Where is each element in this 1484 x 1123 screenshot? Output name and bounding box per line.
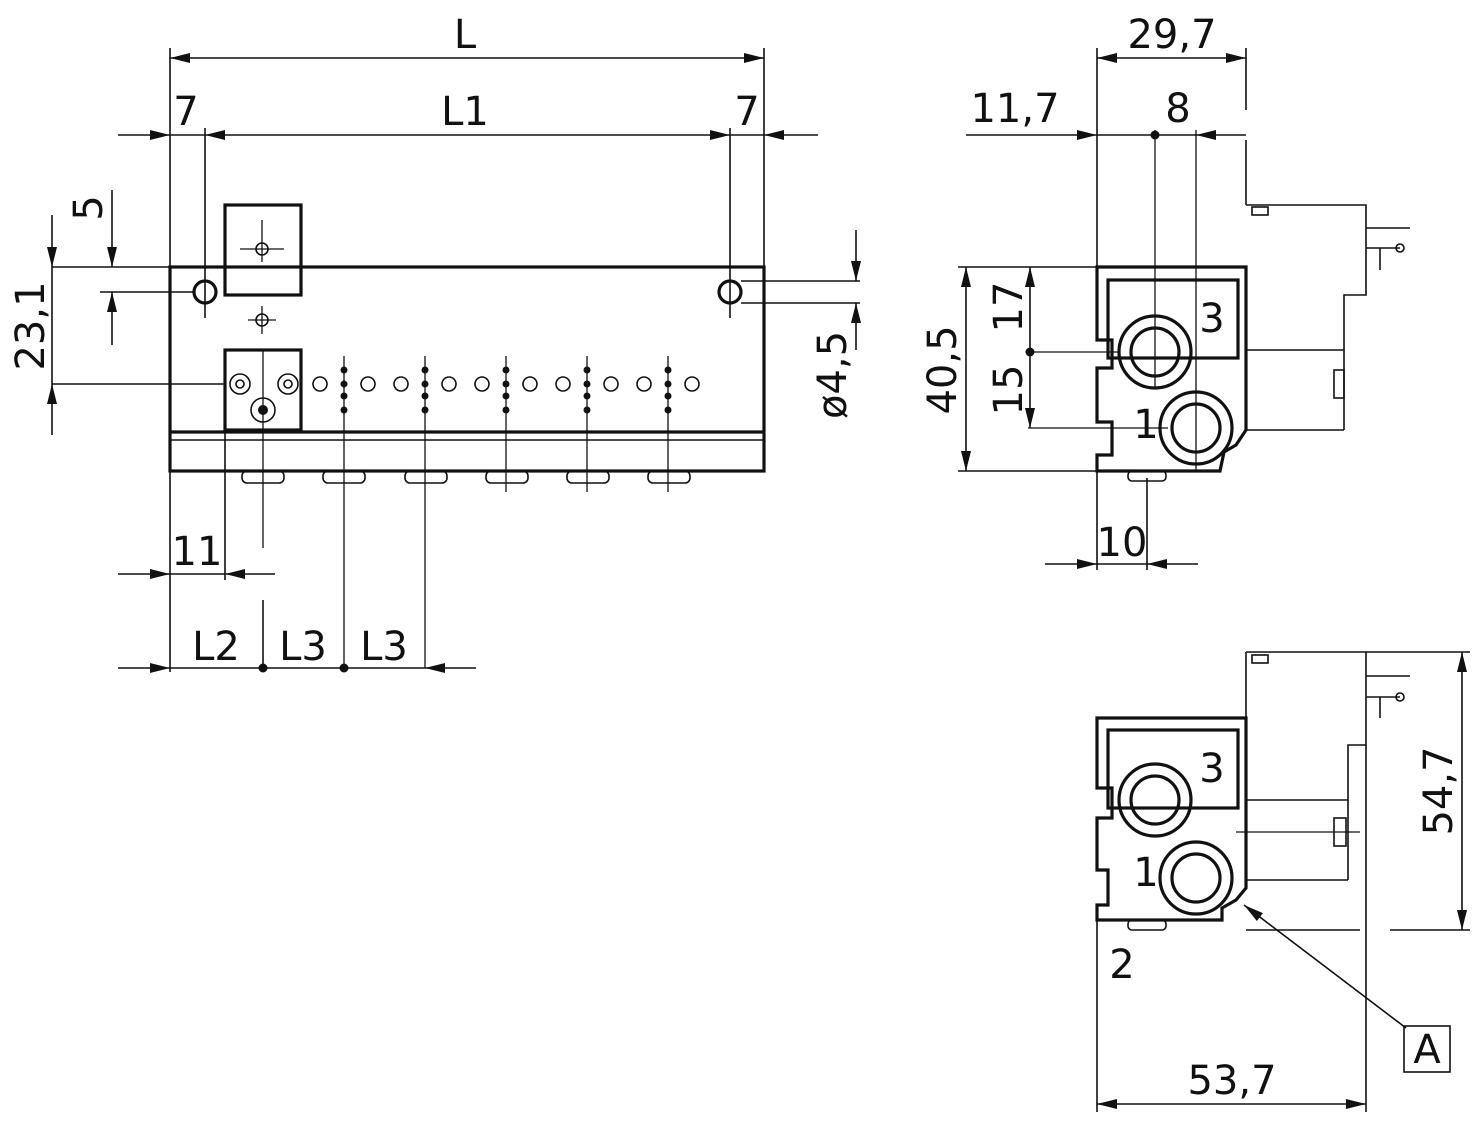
detail-a-box [1403,1025,1451,1073]
dim-5: 5 [66,195,112,220]
port-label-1: 1 [1133,402,1158,448]
top-bracket [223,203,303,297]
dim-L3-first: L3 [279,624,327,670]
lower-view: 3 1 2 54,7 53,7 A [1095,651,1470,1112]
dim-L1: L1 [441,89,489,135]
lower-port-1 [1158,840,1234,916]
dim-17: 17 [986,282,1032,333]
dim-7-left: 7 [173,89,198,135]
front-view: L L1 7 7 5 23,1 ø4,5 11 [8,12,861,673]
port-3-recess [1106,278,1240,360]
dim-15: 15 [986,365,1032,416]
side-view: 3 1 29,7 11,7 8 40,5 [920,12,1410,570]
dim-hole-diameter: ø4,5 [810,331,856,419]
dim-7-right: 7 [734,89,759,135]
dim-L2: L2 [192,624,240,670]
detail-a-label: A [1413,1027,1441,1073]
dim-29-7: 29,7 [1127,12,1216,58]
lower-body-outline [1095,716,1248,922]
station-holes [312,356,700,668]
dim-L: L [454,12,477,58]
dim-L3-second: L3 [360,624,408,670]
dim-11: 11 [172,529,223,575]
manifold-body [168,265,766,473]
dim-40-5: 40,5 [920,325,966,414]
dim-54-7: 54,7 [1416,746,1462,835]
lower-solenoid-housing [1246,651,1367,801]
lower-port-label-2: 2 [1109,942,1134,988]
side-body-outline [1095,265,1248,473]
dim-11-7: 11,7 [970,86,1059,132]
lower-port-3 [1117,762,1193,838]
dim-23-1: 23,1 [8,281,54,370]
lower-port-label-1: 1 [1133,850,1158,896]
dim-53-7: 53,7 [1187,1058,1276,1104]
lower-port-label-3: 3 [1199,746,1224,792]
solenoid-housing [1246,204,1367,351]
dim-8: 8 [1165,86,1190,132]
bottom-fittings [241,470,691,484]
port-label-3: 3 [1199,296,1224,342]
dim-10: 10 [1097,520,1148,566]
